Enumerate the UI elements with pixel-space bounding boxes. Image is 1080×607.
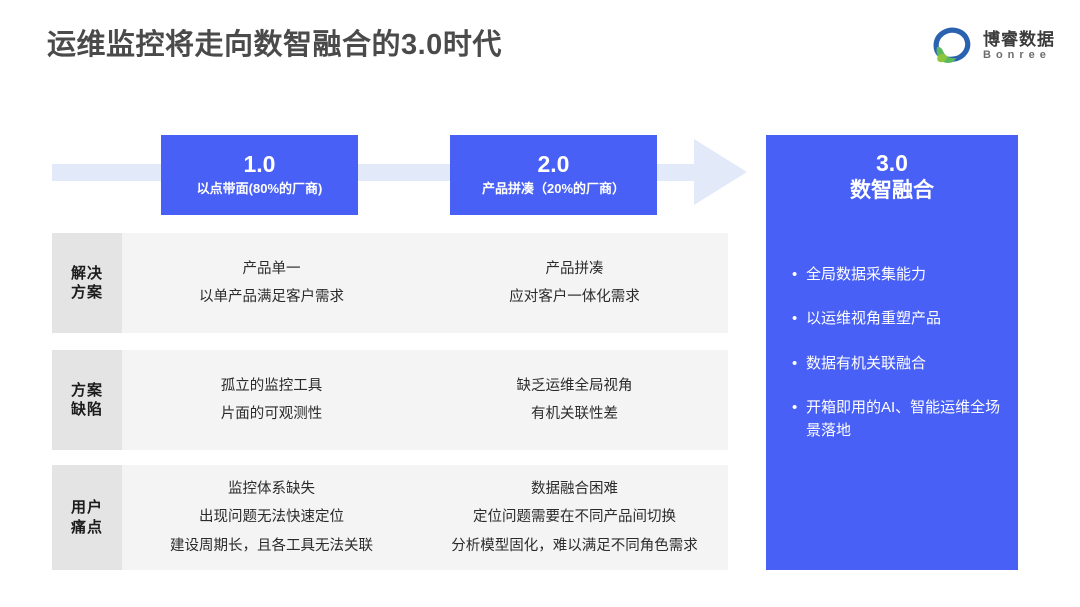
bullet-icon: •: [792, 310, 798, 328]
logo-name-en: Bonree: [983, 49, 1051, 61]
cell-line: 孤立的监控工具: [220, 377, 323, 394]
panel-title: 数智融合: [850, 179, 934, 202]
table-cell: 监控体系缺失 出现问题无法快速定位 建设周期长，且各工具无法关联: [122, 465, 421, 570]
row-body: 产品单一 以单产品满足客户需求 产品拼凑 应对客户一体化需求: [122, 233, 728, 333]
stage-2-subtitle: 产品拼凑（20%的厂商）: [481, 180, 626, 196]
cell-line: 片面的可观测性: [220, 406, 323, 422]
cell-line: 产品单一: [242, 260, 301, 277]
cell-line: 建设周期长，且各工具无法关联: [170, 537, 373, 554]
panel-item-label: 全局数据采集能力: [806, 266, 927, 283]
bullet-icon: •: [792, 398, 798, 416]
panel-item-label: 开箱即用的AI、智能运维全场景落地: [806, 398, 1001, 439]
list-item: • 全局数据采集能力: [792, 263, 1004, 286]
bonree-logo-icon: [933, 25, 975, 67]
cell-line: 数据融合困难: [531, 481, 618, 498]
comparison-row-defects: 方案缺陷 孤立的监控工具 片面的可观测性 缺乏运维全局视角 有机关联性差: [52, 350, 728, 450]
list-item: • 开箱即用的AI、智能运维全场景落地: [792, 396, 1004, 443]
cell-line: 定位问题需要在不同产品间切换: [473, 509, 676, 526]
row-body: 监控体系缺失 出现问题无法快速定位 建设周期长，且各工具无法关联 数据融合困难 …: [122, 465, 728, 570]
row-body: 孤立的监控工具 片面的可观测性 缺乏运维全局视角 有机关联性差: [122, 350, 728, 450]
comparison-row-solution: 解决方案 产品单一 以单产品满足客户需求 产品拼凑 应对客户一体化需求: [52, 233, 728, 333]
cell-line: 出现问题无法快速定位: [199, 509, 344, 526]
list-item: • 以运维视角重塑产品: [792, 307, 1004, 330]
stage-2-number: 2.0: [537, 151, 570, 178]
table-cell: 缺乏运维全局视角 有机关联性差: [421, 350, 728, 450]
stage-1-number: 1.0: [243, 151, 276, 178]
row-label: 用户痛点: [52, 465, 122, 570]
panel-item-label: 以运维视角重塑产品: [806, 310, 942, 328]
comparison-row-painpoints: 用户痛点 监控体系缺失 出现问题无法快速定位 建设周期长，且各工具无法关联 数据…: [52, 465, 728, 570]
stage-1-subtitle: 以点带面(80%的厂商): [196, 180, 323, 196]
row-label: 解决方案: [52, 233, 122, 333]
table-cell: 产品拼凑 应对客户一体化需求: [421, 233, 728, 333]
bullet-icon: •: [792, 266, 798, 283]
row-label-text: 用户痛点: [70, 499, 103, 536]
right-arrow-icon: [694, 139, 747, 205]
cell-line: 应对客户一体化需求: [509, 289, 640, 305]
cell-line: 分析模型固化，难以满足不同角色需求: [451, 537, 698, 554]
logo-name-cn: 博睿数据: [983, 30, 1055, 49]
row-label-text: 解决方案: [70, 264, 103, 301]
table-cell: 孤立的监控工具 片面的可观测性: [122, 350, 421, 450]
row-label: 方案缺陷: [52, 350, 122, 450]
table-cell: 数据融合困难 定位问题需要在不同产品间切换 分析模型固化，难以满足不同角色需求: [421, 465, 728, 570]
cell-line: 监控体系缺失: [228, 481, 315, 498]
panel-item-label: 数据有机关联融合: [806, 354, 927, 372]
list-item: • 数据有机关联融合: [792, 352, 1004, 375]
stage-3-panel[interactable]: 3.0 数智融合 • 全局数据采集能力 • 以运维视角重塑产品 • 数据有机关联…: [766, 135, 1018, 570]
row-label-text: 方案缺陷: [70, 381, 103, 418]
table-cell: 产品单一 以单产品满足客户需求: [122, 233, 421, 333]
cell-line: 有机关联性差: [531, 406, 618, 422]
stage-card-1[interactable]: 1.0 以点带面(80%的厂商): [161, 135, 358, 215]
stage-card-2[interactable]: 2.0 产品拼凑（20%的厂商）: [450, 135, 657, 215]
bullet-icon: •: [792, 354, 798, 372]
page-title: 运维监控将走向数智融合的3.0时代: [47, 29, 502, 61]
cell-line: 缺乏运维全局视角: [516, 377, 633, 394]
panel-number: 3.0: [876, 150, 908, 176]
panel-feature-list: • 全局数据采集能力 • 以运维视角重塑产品 • 数据有机关联融合 • 开箱即用…: [792, 263, 1004, 463]
cell-line: 以单产品满足客户需求: [199, 289, 344, 305]
brand-logo: 博睿数据 Bonree: [933, 23, 1065, 71]
cell-line: 产品拼凑: [545, 260, 604, 277]
